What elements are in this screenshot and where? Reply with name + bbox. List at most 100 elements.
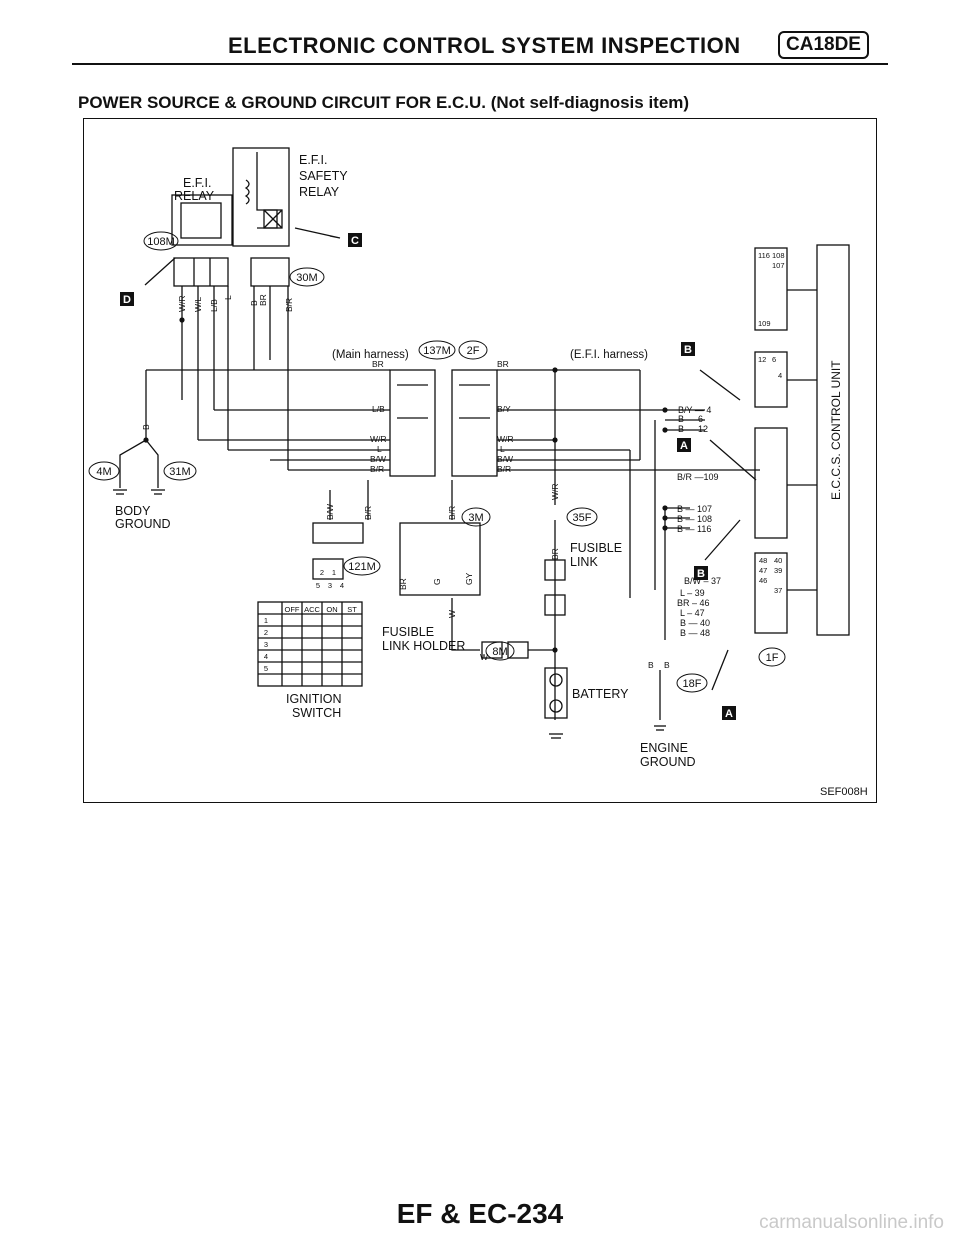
connector-108m: 108M — [143, 231, 179, 251]
callout-a-2: A — [722, 706, 736, 720]
diagram-label: C — [351, 235, 359, 247]
diagram-label: B — 48 — [680, 628, 710, 638]
ignition-table-frame — [257, 601, 363, 687]
diagram-label: LINK HOLDER — [382, 639, 465, 653]
diagram-label: 8M — [492, 646, 507, 658]
diagram-label: BR – 46 — [677, 598, 710, 608]
connector-2f-body — [451, 369, 498, 477]
diagram-label: 18F — [683, 678, 702, 690]
battery-body — [544, 667, 568, 719]
diagram-label: 40 — [774, 556, 782, 565]
diagram-label: L/B — [372, 404, 385, 414]
diagram-label: B — 116 — [677, 524, 711, 534]
diagram-label: B/R — [284, 298, 294, 312]
ecu-label: E.C.C.S. CONTROL UNIT — [829, 360, 843, 500]
diagram-label: W/R — [177, 295, 187, 312]
diagram-label: A — [680, 440, 688, 452]
diagram-label: GY — [464, 572, 474, 585]
diagram-label: SAFETY — [299, 169, 348, 183]
diagram-label: W — [480, 652, 488, 662]
watermark: carmanualsonline.info — [759, 1212, 944, 1233]
diagram-label: 108 — [772, 251, 785, 260]
diagram-label: 30M — [296, 272, 317, 284]
diagram-label: B/R — [370, 464, 384, 474]
connector-121m: 121M — [343, 556, 381, 576]
diagram-label: 37 — [774, 586, 782, 595]
callout-a-1: A — [677, 438, 691, 452]
diagram-label: BR — [258, 294, 268, 306]
connector-3m-body — [399, 522, 481, 596]
diagram-label: B — 40 — [680, 618, 710, 628]
diagram-label: B — [684, 344, 692, 356]
diagram-label: L — [377, 444, 382, 454]
callout-c: C — [348, 233, 362, 247]
diagram-label: 2F — [467, 345, 480, 357]
fusible-link-body — [544, 559, 566, 581]
engine-code-badge: CA18DE — [778, 31, 869, 59]
diagram-label: 137M — [423, 345, 451, 357]
diagram-label: 5 — [316, 581, 320, 590]
diagram-label: W — [447, 610, 457, 618]
diagram-frame — [83, 118, 877, 803]
diagram-label: 1F — [766, 652, 779, 664]
diagram-label: 6 — [772, 355, 776, 364]
diagram-label: B/W – 37 — [684, 576, 721, 586]
safety-relay-box — [232, 147, 290, 247]
diagram-label: B — 6 — [678, 414, 703, 424]
diagram-label: 4M — [96, 466, 111, 478]
diagram-label: G — [432, 578, 442, 585]
diagram-label: B — [664, 660, 670, 670]
diagram-label: 4 — [778, 371, 782, 380]
safety-relay-label: E.F.I. — [299, 153, 327, 167]
diagram-label: 46 — [759, 576, 767, 585]
connector-35f: 35F — [566, 507, 598, 527]
diagram-label: 5 — [264, 664, 268, 673]
page-title: ELECTRONIC CONTROL SYSTEM INSPECTION — [228, 33, 741, 58]
ecu-connector-1 — [754, 247, 788, 331]
diagram-label: 35F — [573, 512, 592, 524]
diagram-label: A — [725, 708, 733, 720]
diagram-label: B — 108 — [677, 514, 712, 524]
diagram-label: BR — [550, 548, 560, 560]
diagram-label: B — [249, 300, 259, 306]
diagram-label: RELAY — [299, 185, 340, 199]
diagram-label: B/R — [497, 464, 511, 474]
diagram-label: W/R — [370, 434, 387, 444]
diagram-label: 12 — [758, 355, 766, 364]
diagram-label: 4 — [264, 652, 268, 661]
connector-18f: 18F — [676, 673, 708, 693]
diagram-label: B/W — [370, 454, 386, 464]
connector-137m-body — [389, 369, 436, 477]
diagram-label: D — [123, 294, 131, 306]
diagram-label: 3M — [468, 512, 483, 524]
connector-30m: 30M — [289, 267, 325, 287]
callout-b-1: B — [681, 342, 695, 356]
engine-ground-label: ENGINE — [640, 741, 688, 755]
diagram-label: B/Y — 4 — [678, 405, 711, 415]
diagram-label: LINK — [570, 555, 598, 569]
connector-31m: 31M — [163, 461, 197, 481]
diagram-label: RELAY — [174, 189, 215, 203]
diagram-label: B/R —109 — [677, 472, 719, 482]
diagram-label: 108M — [147, 236, 175, 248]
diagram-label: L – 47 — [680, 608, 705, 618]
diagram-label: 2 — [264, 628, 268, 637]
diagram-label: 31M — [169, 466, 190, 478]
efi-relay-label: E.F.I. — [183, 176, 211, 190]
diagram-label: B/R — [363, 506, 373, 520]
diagram-label: B/W — [325, 504, 335, 520]
diagram-label: OFF — [285, 605, 300, 614]
header-rule — [72, 63, 888, 65]
efi-harness-label: (E.F.I. harness) — [570, 349, 648, 361]
diagram-label: 1 — [332, 568, 336, 577]
diagram-label: ST — [347, 605, 357, 614]
diagram-label: L — [223, 295, 233, 300]
connector-1f: 1F — [758, 647, 786, 667]
ignition-switch-label: IGNITION — [286, 692, 342, 706]
diagram-label: W/L — [193, 297, 203, 312]
diagram-label: B/Y — [497, 404, 511, 414]
body-ground-label: BODY — [115, 504, 151, 518]
connector-2f: 2F — [458, 340, 488, 360]
diagram-label: 121M — [348, 561, 376, 573]
